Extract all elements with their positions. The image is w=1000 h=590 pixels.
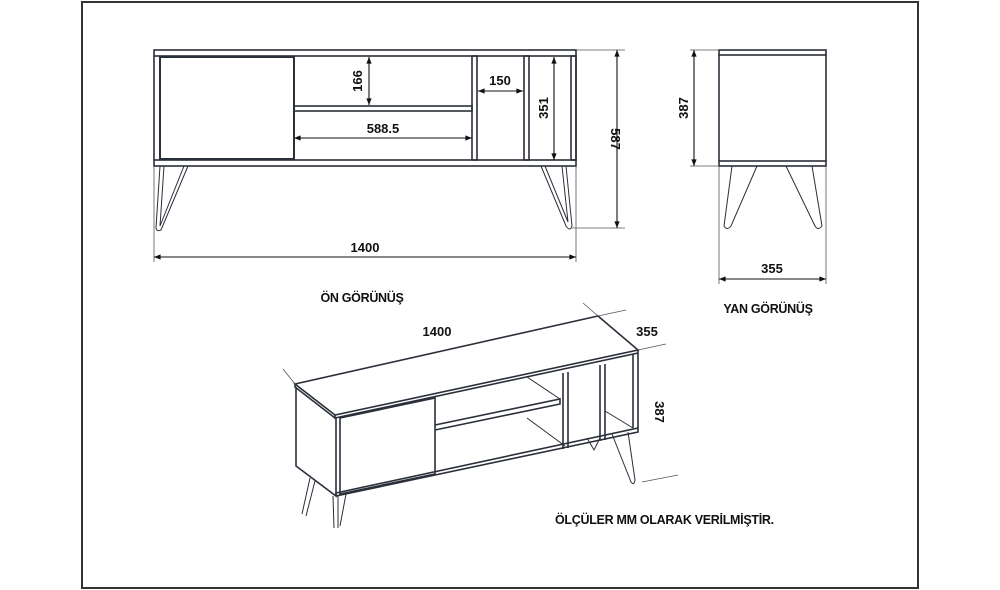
dim-587: 587 bbox=[608, 128, 623, 150]
dim-1400-front: 1400 bbox=[351, 240, 380, 255]
dim-166: 166 bbox=[350, 70, 365, 92]
dim-355-side: 355 bbox=[761, 261, 783, 276]
dim-387-iso: 387 bbox=[652, 401, 667, 423]
drawing-frame bbox=[81, 1, 919, 589]
dim-387-side: 387 bbox=[676, 97, 691, 119]
side-view-label: YAN GÖRÜNÜŞ bbox=[723, 301, 812, 316]
front-view-label: ÖN GÖRÜNÜŞ bbox=[320, 290, 403, 305]
front-view: 166 588.5 150 351 587 1400 ÖN GÖRÜNÜŞ bbox=[153, 49, 625, 305]
dim-588-5: 588.5 bbox=[367, 121, 400, 136]
dim-1400-iso: 1400 bbox=[423, 324, 452, 339]
dim-150: 150 bbox=[489, 73, 511, 88]
side-view: 387 355 YAN GÖRÜNÜŞ bbox=[676, 49, 827, 316]
dim-351: 351 bbox=[536, 97, 551, 119]
dim-355-iso: 355 bbox=[636, 324, 658, 339]
isometric-view: 1400 355 387 bbox=[282, 302, 679, 529]
units-note: ÖLÇÜLER MM OLARAK VERİLMİŞTİR. bbox=[555, 512, 774, 527]
